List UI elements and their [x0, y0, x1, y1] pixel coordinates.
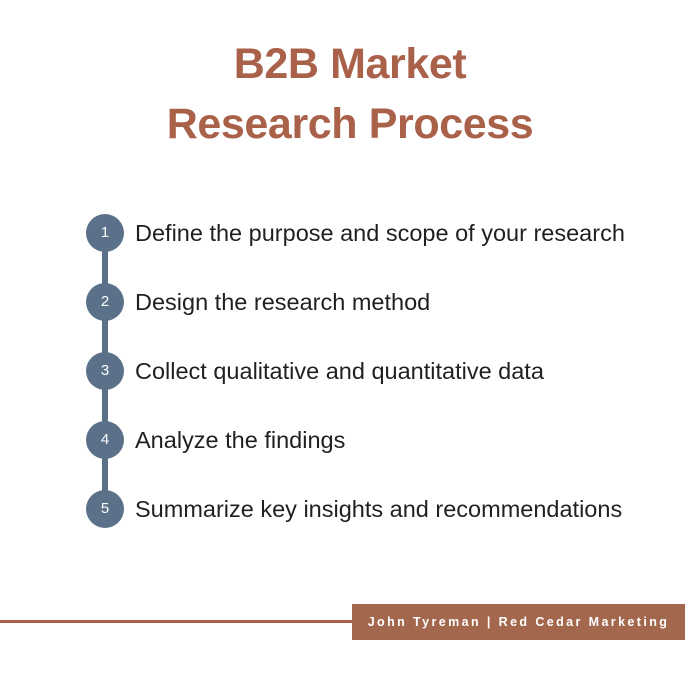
list-item: 2 Design the research method — [86, 283, 686, 371]
step-number-badge: 5 — [86, 490, 124, 528]
step-number-badge: 4 — [86, 421, 124, 459]
step-number-badge: 3 — [86, 352, 124, 390]
step-number-badge: 1 — [86, 214, 124, 252]
page-title-line-1: B2B Market — [233, 40, 467, 88]
footer-divider-line — [0, 620, 356, 623]
step-connector-line — [102, 233, 108, 302]
step-connector-line — [102, 440, 108, 509]
footer-credit-text: John Tyreman | Red Cedar Marketing — [367, 615, 670, 629]
step-label: Define the purpose and scope of your res… — [135, 220, 625, 246]
step-label: Collect qualitative and quantitative dat… — [135, 358, 544, 384]
step-label: Design the research method — [135, 289, 431, 315]
page-title: B2B Market Research Process — [0, 34, 700, 154]
footer-credit-bar: John Tyreman | Red Cedar Marketing — [352, 604, 685, 640]
list-item: 5 Summarize key insights and recommendat… — [86, 490, 686, 559]
list-item: 1 Define the purpose and scope of your r… — [86, 214, 686, 302]
step-connector-line — [102, 371, 108, 440]
list-item: 4 Analyze the findings — [86, 421, 686, 509]
step-number-badge: 2 — [86, 283, 124, 321]
step-label: Summarize key insights and recommendatio… — [135, 496, 623, 522]
process-step-list: 1 Define the purpose and scope of your r… — [86, 214, 686, 559]
page-title-line-2: Research Process — [166, 100, 534, 148]
list-item: 3 Collect qualitative and quantitative d… — [86, 352, 686, 440]
step-connector-line — [102, 302, 108, 371]
step-label: Analyze the findings — [135, 427, 346, 453]
